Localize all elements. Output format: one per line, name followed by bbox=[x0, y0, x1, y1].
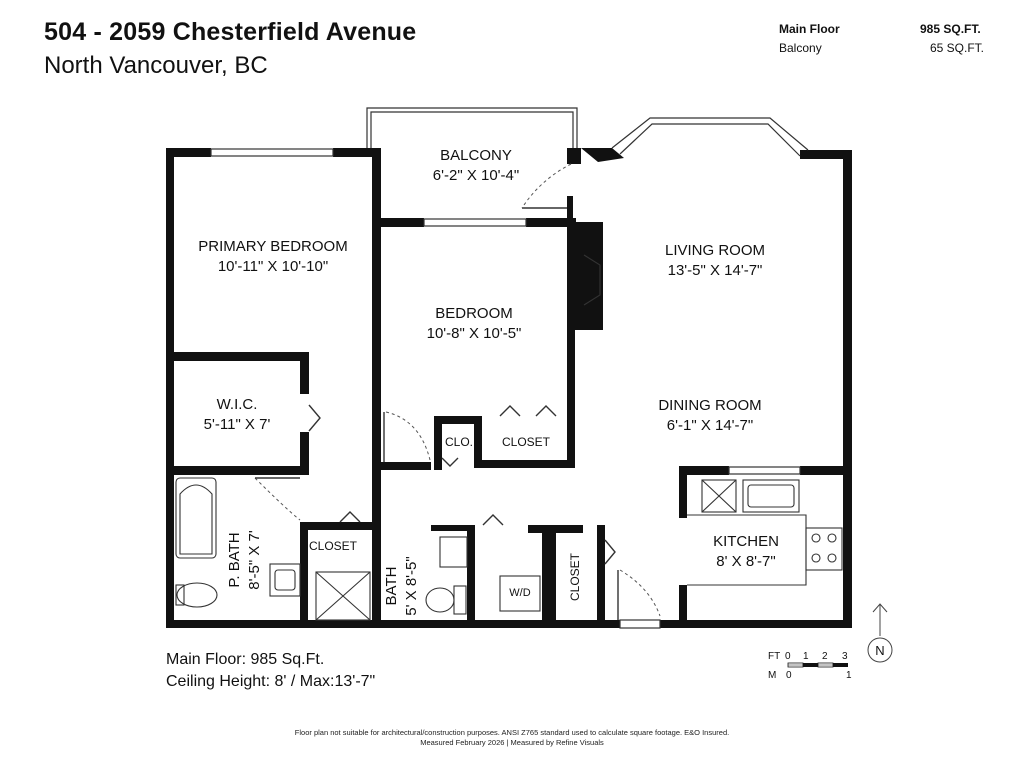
washer-dryer-label: W/D bbox=[509, 587, 531, 599]
scale-m-tick-1: 1 bbox=[846, 670, 852, 681]
room-bedroom-name: BEDROOM bbox=[435, 305, 513, 322]
closet-pbath-label: CLOSET bbox=[308, 539, 357, 553]
main-floor-area-value: 985 SQ.FT. bbox=[920, 22, 981, 36]
scale-ft-tick-0: 0 bbox=[785, 651, 791, 662]
door-swings bbox=[254, 163, 661, 617]
main-floor-area-label: Main Floor bbox=[779, 22, 840, 36]
room-primary-bedroom: PRIMARY BEDROOM 10'-11" X 10'-10" bbox=[174, 237, 372, 277]
room-kitchen-size: 8' X 8'-7" bbox=[716, 553, 776, 570]
main-floor-stat: Main Floor: 985 Sq.Ft. bbox=[166, 651, 325, 668]
room-p-bath-size: 8'-5" X 7' bbox=[246, 530, 263, 590]
property-city: North Vancouver, BC bbox=[44, 52, 268, 79]
room-wic-size: 5'-11" X 7' bbox=[203, 416, 271, 433]
room-balcony: BALCONY 6'-2" X 10'-4" bbox=[381, 146, 571, 186]
closet-entry-label: CLOSET bbox=[568, 553, 582, 602]
room-primary-bedroom-name: PRIMARY BEDROOM bbox=[198, 238, 348, 255]
ceiling-height-stat: Ceiling Height: 8' / Max:13'-7" bbox=[166, 673, 376, 690]
room-living: LIVING ROOM 13'-5" X 14'-7" bbox=[620, 241, 810, 281]
room-wic-name: W.I.C. bbox=[216, 396, 258, 413]
room-living-size: 13'-5" X 14'-7" bbox=[667, 262, 763, 279]
room-balcony-size: 6'-2" X 10'-4" bbox=[432, 167, 520, 184]
room-bedroom: BEDROOM 10'-8" X 10'-5" bbox=[381, 304, 567, 344]
measured-by: Measured February 2026 | Measured by Ref… bbox=[420, 738, 604, 747]
north-label: N bbox=[875, 643, 885, 658]
scale-ft-label: FT bbox=[768, 651, 781, 662]
balcony-area-value: 65 SQ.FT. bbox=[930, 41, 985, 55]
room-p-bath-name: P. BATH bbox=[226, 532, 243, 588]
room-kitchen-name: KITCHEN bbox=[713, 533, 779, 550]
scale-ft-tick-2: 2 bbox=[822, 651, 828, 662]
room-living-name: LIVING ROOM bbox=[664, 242, 765, 259]
balcony-area-label: Balcony bbox=[779, 41, 822, 55]
property-address: 504 - 2059 Chesterfield Avenue bbox=[44, 18, 417, 46]
room-primary-bedroom-size: 10'-11" X 10'-10" bbox=[217, 258, 329, 275]
closet-bedroom-label: CLOSET bbox=[501, 435, 550, 449]
door-leaves bbox=[255, 207, 619, 620]
walls bbox=[166, 148, 852, 628]
room-dining-name: DINING ROOM bbox=[658, 397, 762, 414]
north-arrow-icon bbox=[867, 603, 893, 663]
room-balcony-name: BALCONY bbox=[440, 147, 512, 164]
room-bath-name: BATH bbox=[383, 566, 400, 606]
scale-ft-tick-3: 3 bbox=[842, 651, 848, 662]
windows bbox=[210, 117, 809, 629]
scale-m-tick-0: 0 bbox=[786, 670, 792, 681]
room-bath-size: 5' X 8'-5" bbox=[403, 556, 420, 616]
scale-ft-tick-1: 1 bbox=[803, 651, 809, 662]
room-dining: DINING ROOM 6'-1" X 14'-7" bbox=[615, 396, 805, 436]
scale-m-label: M bbox=[768, 670, 777, 681]
room-kitchen: KITCHEN 8' X 8'-7" bbox=[690, 532, 802, 572]
room-bath: BATH 5' X 8'-5" bbox=[382, 536, 422, 636]
scale-bar bbox=[787, 662, 848, 668]
fixtures bbox=[175, 254, 843, 621]
disclaimer: Floor plan not suitable for architectura… bbox=[294, 728, 730, 737]
balcony-outline bbox=[366, 107, 578, 150]
room-wic: W.I.C. 5'-11" X 7' bbox=[174, 395, 300, 435]
clo-label: CLO. bbox=[444, 435, 473, 449]
room-bedroom-size: 10'-8" X 10'-5" bbox=[426, 325, 522, 342]
room-dining-size: 6'-1" X 14'-7" bbox=[666, 417, 754, 434]
room-p-bath: P. BATH 8'-5" X 7' bbox=[225, 510, 265, 610]
